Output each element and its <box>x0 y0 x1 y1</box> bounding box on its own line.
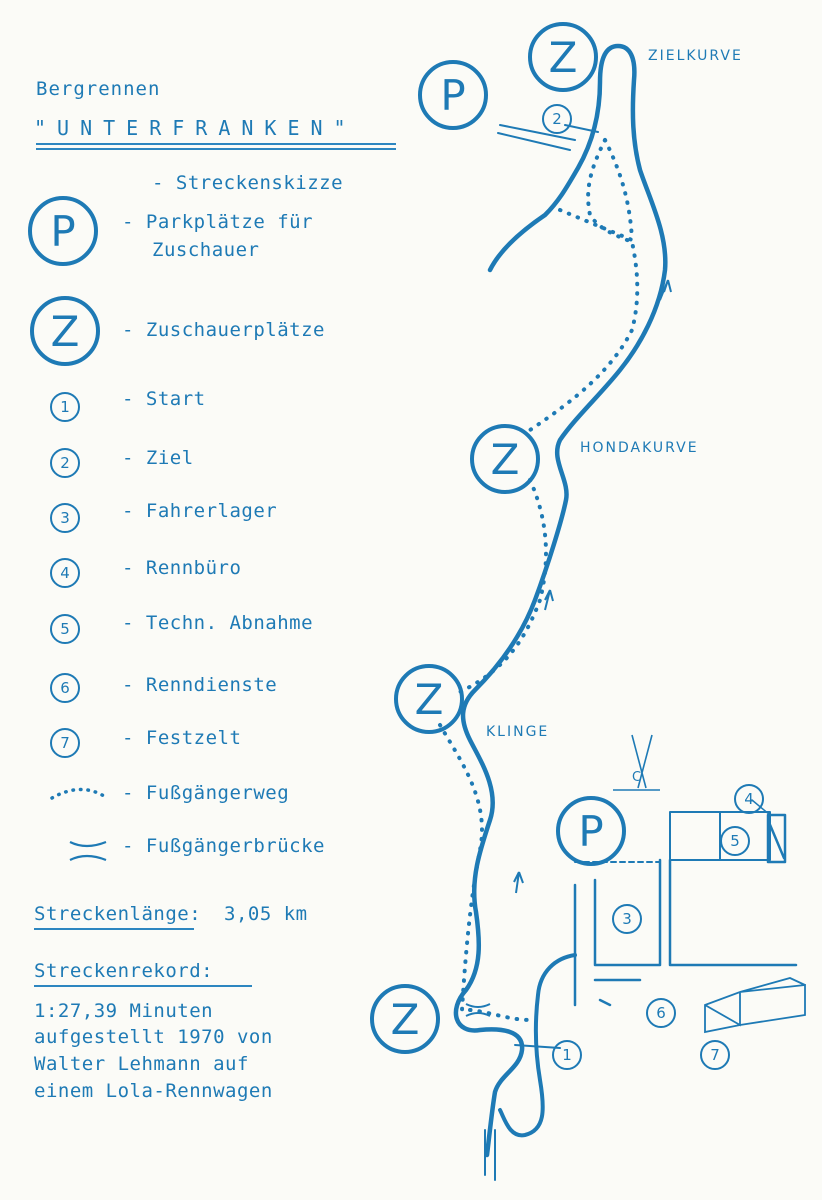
label-hondakurve: HONDAKURVE <box>580 440 699 456</box>
number-6-icon: 6 <box>50 673 80 703</box>
tent-icon <box>613 734 660 791</box>
map-number-5-icon: 5 <box>720 826 750 856</box>
legend-fussweg: - Fußgängerweg <box>122 782 290 804</box>
label-tent: C <box>632 770 644 785</box>
legend-parking-line2: Zuschauer <box>152 239 260 261</box>
map-spectator-zielkurve-icon: Z <box>528 22 598 92</box>
number-4-icon: 4 <box>50 558 80 588</box>
footpath-symbol-icon <box>50 787 106 800</box>
number-5-icon: 5 <box>50 614 80 644</box>
legend-abnahme: - Techn. Abnahme <box>122 612 314 634</box>
map-number-2-icon: 2 <box>542 104 572 134</box>
map-title: Bergrennen <box>36 78 161 100</box>
record-label: Streckenrekord: <box>34 960 214 982</box>
record-underline <box>34 985 252 987</box>
number-7-icon: 7 <box>50 728 80 758</box>
map-spectator-honda-icon: Z <box>470 424 540 494</box>
barn-icon <box>704 977 806 1034</box>
map-subtitle: "UNTERFRANKEN" <box>34 116 357 140</box>
legend-ziel: - Ziel <box>122 447 194 469</box>
legend-start: - Start <box>122 388 206 410</box>
parking-symbol-icon: P <box>28 196 98 266</box>
spectator-symbol-icon: Z <box>30 296 100 366</box>
map-spectator-klinge-icon: Z <box>394 664 464 734</box>
label-zielkurve: ZIELKURVE <box>648 48 743 64</box>
footbridge-symbol-icon <box>69 840 107 862</box>
subtitle-rule-top <box>36 143 396 145</box>
record-driver: Walter Lehmann auf <box>34 1053 249 1075</box>
direction-arrows <box>513 279 672 894</box>
map-number-6-icon: 6 <box>646 998 676 1028</box>
legend-renndienste: - Renndienste <box>122 674 278 696</box>
map-number-3-icon: 3 <box>612 904 642 934</box>
legend-skizze: - Streckenskizze <box>152 172 344 194</box>
map-spectator-start-icon: Z <box>370 984 440 1054</box>
legend-spectator: - Zuschauerplätze <box>122 319 325 341</box>
record-set-by: aufgestellt 1970 von <box>34 1026 273 1048</box>
record-car: einem Lola-Rennwagen <box>34 1080 273 1102</box>
map-number-7-icon: 7 <box>700 1040 730 1070</box>
legend-fahrerlager: - Fahrerlager <box>122 500 278 522</box>
map-number-1-icon: 1 <box>552 1040 582 1070</box>
number-1-icon: 1 <box>50 392 80 422</box>
legend-bruecke: - Fußgängerbrücke <box>122 835 325 857</box>
track-length-underline <box>34 928 194 930</box>
race-track <box>453 43 668 1158</box>
map-parking-top-icon: P <box>418 60 488 130</box>
footpaths <box>438 138 640 1022</box>
map-parking-paddock-icon: P <box>556 796 626 866</box>
footbridge-icon <box>465 1003 491 1017</box>
label-klinge: KLINGE <box>486 724 550 740</box>
number-2-icon: 2 <box>50 448 80 478</box>
subtitle-rule-bottom <box>36 148 396 150</box>
legend-rennbuero: - Rennbüro <box>122 557 242 579</box>
legend-parking: - Parkplätze für <box>122 211 314 233</box>
track-length-label: Streckenlänge: <box>34 903 202 925</box>
map-number-4-icon: 4 <box>734 784 764 814</box>
track-length-value: 3,05 km <box>224 903 308 925</box>
record-time: 1:27,39 Minuten <box>34 1000 214 1022</box>
legend-festzelt: - Festzelt <box>122 727 242 749</box>
number-3-icon: 3 <box>50 503 80 533</box>
